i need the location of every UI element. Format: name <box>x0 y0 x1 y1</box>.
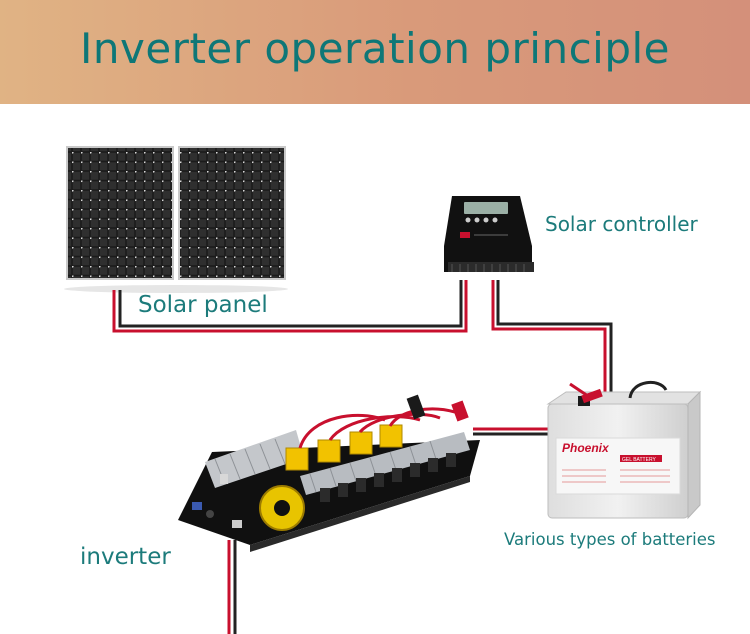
inverter-board <box>178 394 480 552</box>
wire-battery-to-inverter <box>473 427 548 436</box>
inverter-label: inverter <box>80 544 171 570</box>
battery-tag: GEL BATTERY <box>622 457 656 463</box>
page-title: Inverter operation principle <box>79 24 671 73</box>
battery-brand: Phoenix <box>562 441 610 455</box>
controller-logo <box>460 232 470 238</box>
wire-inverter-output <box>227 540 237 634</box>
controller-display <box>464 202 508 214</box>
solar-panel-label: Solar panel <box>138 292 268 318</box>
wire-controller-to-battery <box>491 280 613 398</box>
title-banner: Inverter operation principle <box>0 0 750 104</box>
battery-handle <box>628 381 668 399</box>
wire-panel-to-controller <box>112 280 468 333</box>
batteries-label: Various types of batteries <box>504 530 716 549</box>
solar-controller-label: Solar controller <box>545 212 698 236</box>
battery-terminal-positive <box>581 388 603 404</box>
solar-controller <box>444 196 534 272</box>
solar-panel-right <box>178 146 286 280</box>
solar-panel-left <box>66 146 174 280</box>
battery: Phoenix GEL BATTERY <box>546 381 702 520</box>
